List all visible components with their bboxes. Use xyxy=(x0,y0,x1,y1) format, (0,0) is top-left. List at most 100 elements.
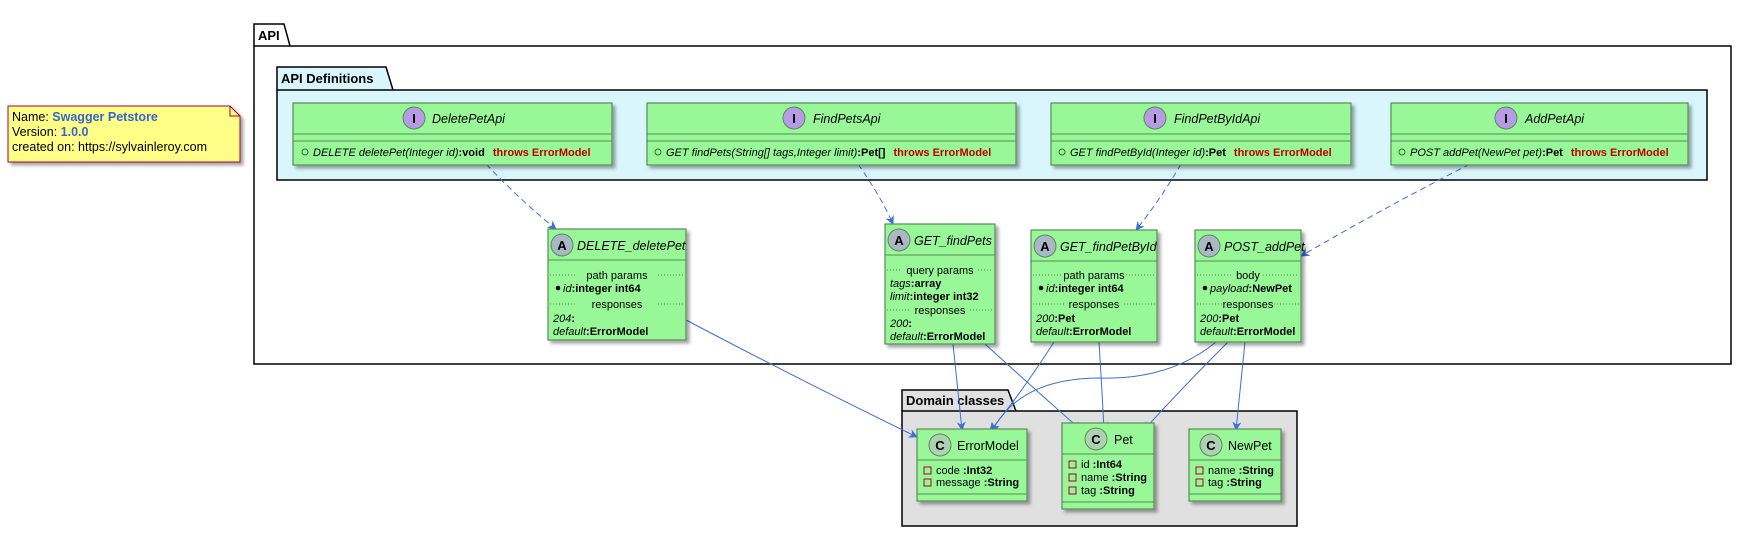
field-type: :array xyxy=(911,278,942,290)
field-type: :NewPet xyxy=(1249,283,1293,295)
class-icon-letter: C xyxy=(1091,432,1101,447)
class-name: NewPet xyxy=(1228,439,1272,453)
method-signature: DELETE deletePet(Integer id) xyxy=(313,147,459,159)
field-name: 200 xyxy=(1199,313,1219,325)
svg-text:200:Pet: 200:Pet xyxy=(1199,313,1239,325)
field-name: id xyxy=(1046,283,1055,295)
abstract-icon-letter: A xyxy=(1040,239,1050,254)
field-type: :String xyxy=(1226,477,1261,489)
interface-name: FindPetsApi xyxy=(813,112,882,126)
field-name: id xyxy=(563,283,572,295)
method-throws: throws ErrorModel xyxy=(1571,147,1669,159)
interface-name: FindPetByIdApi xyxy=(1174,112,1261,126)
class-newpet: C NewPet name :String tag :String xyxy=(1188,428,1282,502)
note-created-line: created on: https://sylvainleroy.com xyxy=(12,140,207,154)
field-name: 204 xyxy=(552,313,571,325)
method-signature: POST addPet(NewPet pet) xyxy=(1410,147,1542,159)
interface-icon-letter: I xyxy=(1153,111,1157,126)
section-title: responses xyxy=(592,299,643,311)
api-definitions-title: API Definitions xyxy=(281,71,373,86)
field-name: default xyxy=(1200,326,1234,338)
field-type: :ErrorModel xyxy=(923,331,985,343)
svg-text:default:ErrorModel: default:ErrorModel xyxy=(553,326,648,338)
operation-name: POST_addPet xyxy=(1224,240,1305,254)
svg-text:name :String: name :String xyxy=(1208,465,1274,477)
section-title: responses xyxy=(915,305,966,317)
note-version-value: 1.0.0 xyxy=(61,125,89,139)
svg-text:default:ErrorModel: default:ErrorModel xyxy=(1036,326,1131,338)
section-title: query params xyxy=(906,265,974,277)
field-name: 200 xyxy=(889,318,909,330)
field-type: :Int32 xyxy=(963,465,992,477)
section-title: responses xyxy=(1223,299,1274,311)
svg-text:tag :String: tag :String xyxy=(1208,477,1262,489)
abstract-icon-letter: A xyxy=(1204,239,1214,254)
field-type: :Pet xyxy=(1218,313,1239,325)
svg-text:payload:NewPet: payload:NewPet xyxy=(1209,283,1292,295)
field-name: code xyxy=(936,465,963,477)
interface-name: DeletePetApi xyxy=(432,112,506,126)
edge-post-addpet-to-errormodel xyxy=(991,341,1217,432)
svg-text:200:Pet: 200:Pet xyxy=(1035,313,1075,325)
field-type: :String xyxy=(1112,472,1147,484)
svg-text:id:integer int64: id:integer int64 xyxy=(563,283,642,295)
field-name: default xyxy=(1036,326,1070,338)
svg-text:DELETE deletePet(Integer id):v: DELETE deletePet(Integer id):void throws … xyxy=(313,147,591,159)
svg-text:default:ErrorModel: default:ErrorModel xyxy=(890,331,985,343)
svg-text:tags:array: tags:array xyxy=(890,278,942,290)
operation-get-findpetbyid: A GET_findPetById path params id:integer… xyxy=(1030,229,1158,343)
field-name: limit xyxy=(890,291,910,303)
field-type: :String xyxy=(1239,465,1274,477)
interface-findpetbyidapi: I FindPetByIdApi GET findPetById(Integer… xyxy=(1050,102,1352,166)
edge-post-addpet-to-newpet xyxy=(1232,341,1246,431)
field-type: :ErrorModel xyxy=(1233,326,1295,338)
field-type: :String xyxy=(1099,485,1134,497)
field-type: :integer int32 xyxy=(910,291,979,303)
class-name: Pet xyxy=(1114,433,1133,447)
edge-addpetapi-to-post-addpet xyxy=(1300,163,1471,257)
method-throws: throws ErrorModel xyxy=(1234,147,1332,159)
method-return: :Pet xyxy=(1205,147,1226,159)
field-type: :ErrorModel xyxy=(1069,326,1131,338)
field-type: :Pet xyxy=(1054,313,1075,325)
field-type: :integer int64 xyxy=(572,283,642,295)
svg-text:id:integer int64: id:integer int64 xyxy=(1046,283,1125,295)
svg-text:200:: 200: xyxy=(889,318,912,330)
domain-package-title: Domain classes xyxy=(906,393,1004,408)
field-type: :String xyxy=(984,477,1019,489)
edges xyxy=(485,163,1471,438)
interface-icon-letter: I xyxy=(792,111,796,126)
method-return: :void xyxy=(459,147,485,159)
field-type: :integer int64 xyxy=(1055,283,1125,295)
api-package-title: API xyxy=(258,28,280,43)
edge-findpetsapi-to-get-findpets xyxy=(857,163,894,225)
field-name: default xyxy=(553,326,587,338)
interface-name: AddPetApi xyxy=(1524,112,1585,126)
field-name: tag xyxy=(1081,485,1099,497)
field-name: name xyxy=(1081,472,1112,484)
field-type: : xyxy=(571,313,575,325)
field-name: message xyxy=(936,477,984,489)
method-signature: GET findPets(String[] tags,Integer limit… xyxy=(666,147,858,159)
field-name: tag xyxy=(1208,477,1226,489)
edge-findpetbyidapi-to-get-findpetbyid xyxy=(1135,163,1182,231)
field-type: : xyxy=(908,318,912,330)
method-throws: throws ErrorModel xyxy=(493,147,591,159)
svg-text:name :String: name :String xyxy=(1081,472,1147,484)
field-name: name xyxy=(1208,465,1239,477)
svg-text:tag :String: tag :String xyxy=(1081,485,1135,497)
svg-text:message :String: message :String xyxy=(936,477,1019,489)
field-name: tags xyxy=(890,278,911,290)
operation-name: DELETE_deletePet xyxy=(577,239,686,253)
svg-text:id :Int64: id :Int64 xyxy=(1081,459,1123,471)
edge-delete-deletepet-to-errormodel xyxy=(685,319,918,438)
class-name: ErrorModel xyxy=(957,439,1019,453)
section-title: path params xyxy=(1063,270,1125,282)
interface-findpetsapi: I FindPetsApi GET findPets(String[] tags… xyxy=(646,102,1017,166)
note-version-label: Version: xyxy=(12,125,61,139)
svg-text:limit:integer int32: limit:integer int32 xyxy=(890,291,979,303)
section-title: body xyxy=(1236,270,1260,282)
field-name: payload xyxy=(1209,283,1249,295)
